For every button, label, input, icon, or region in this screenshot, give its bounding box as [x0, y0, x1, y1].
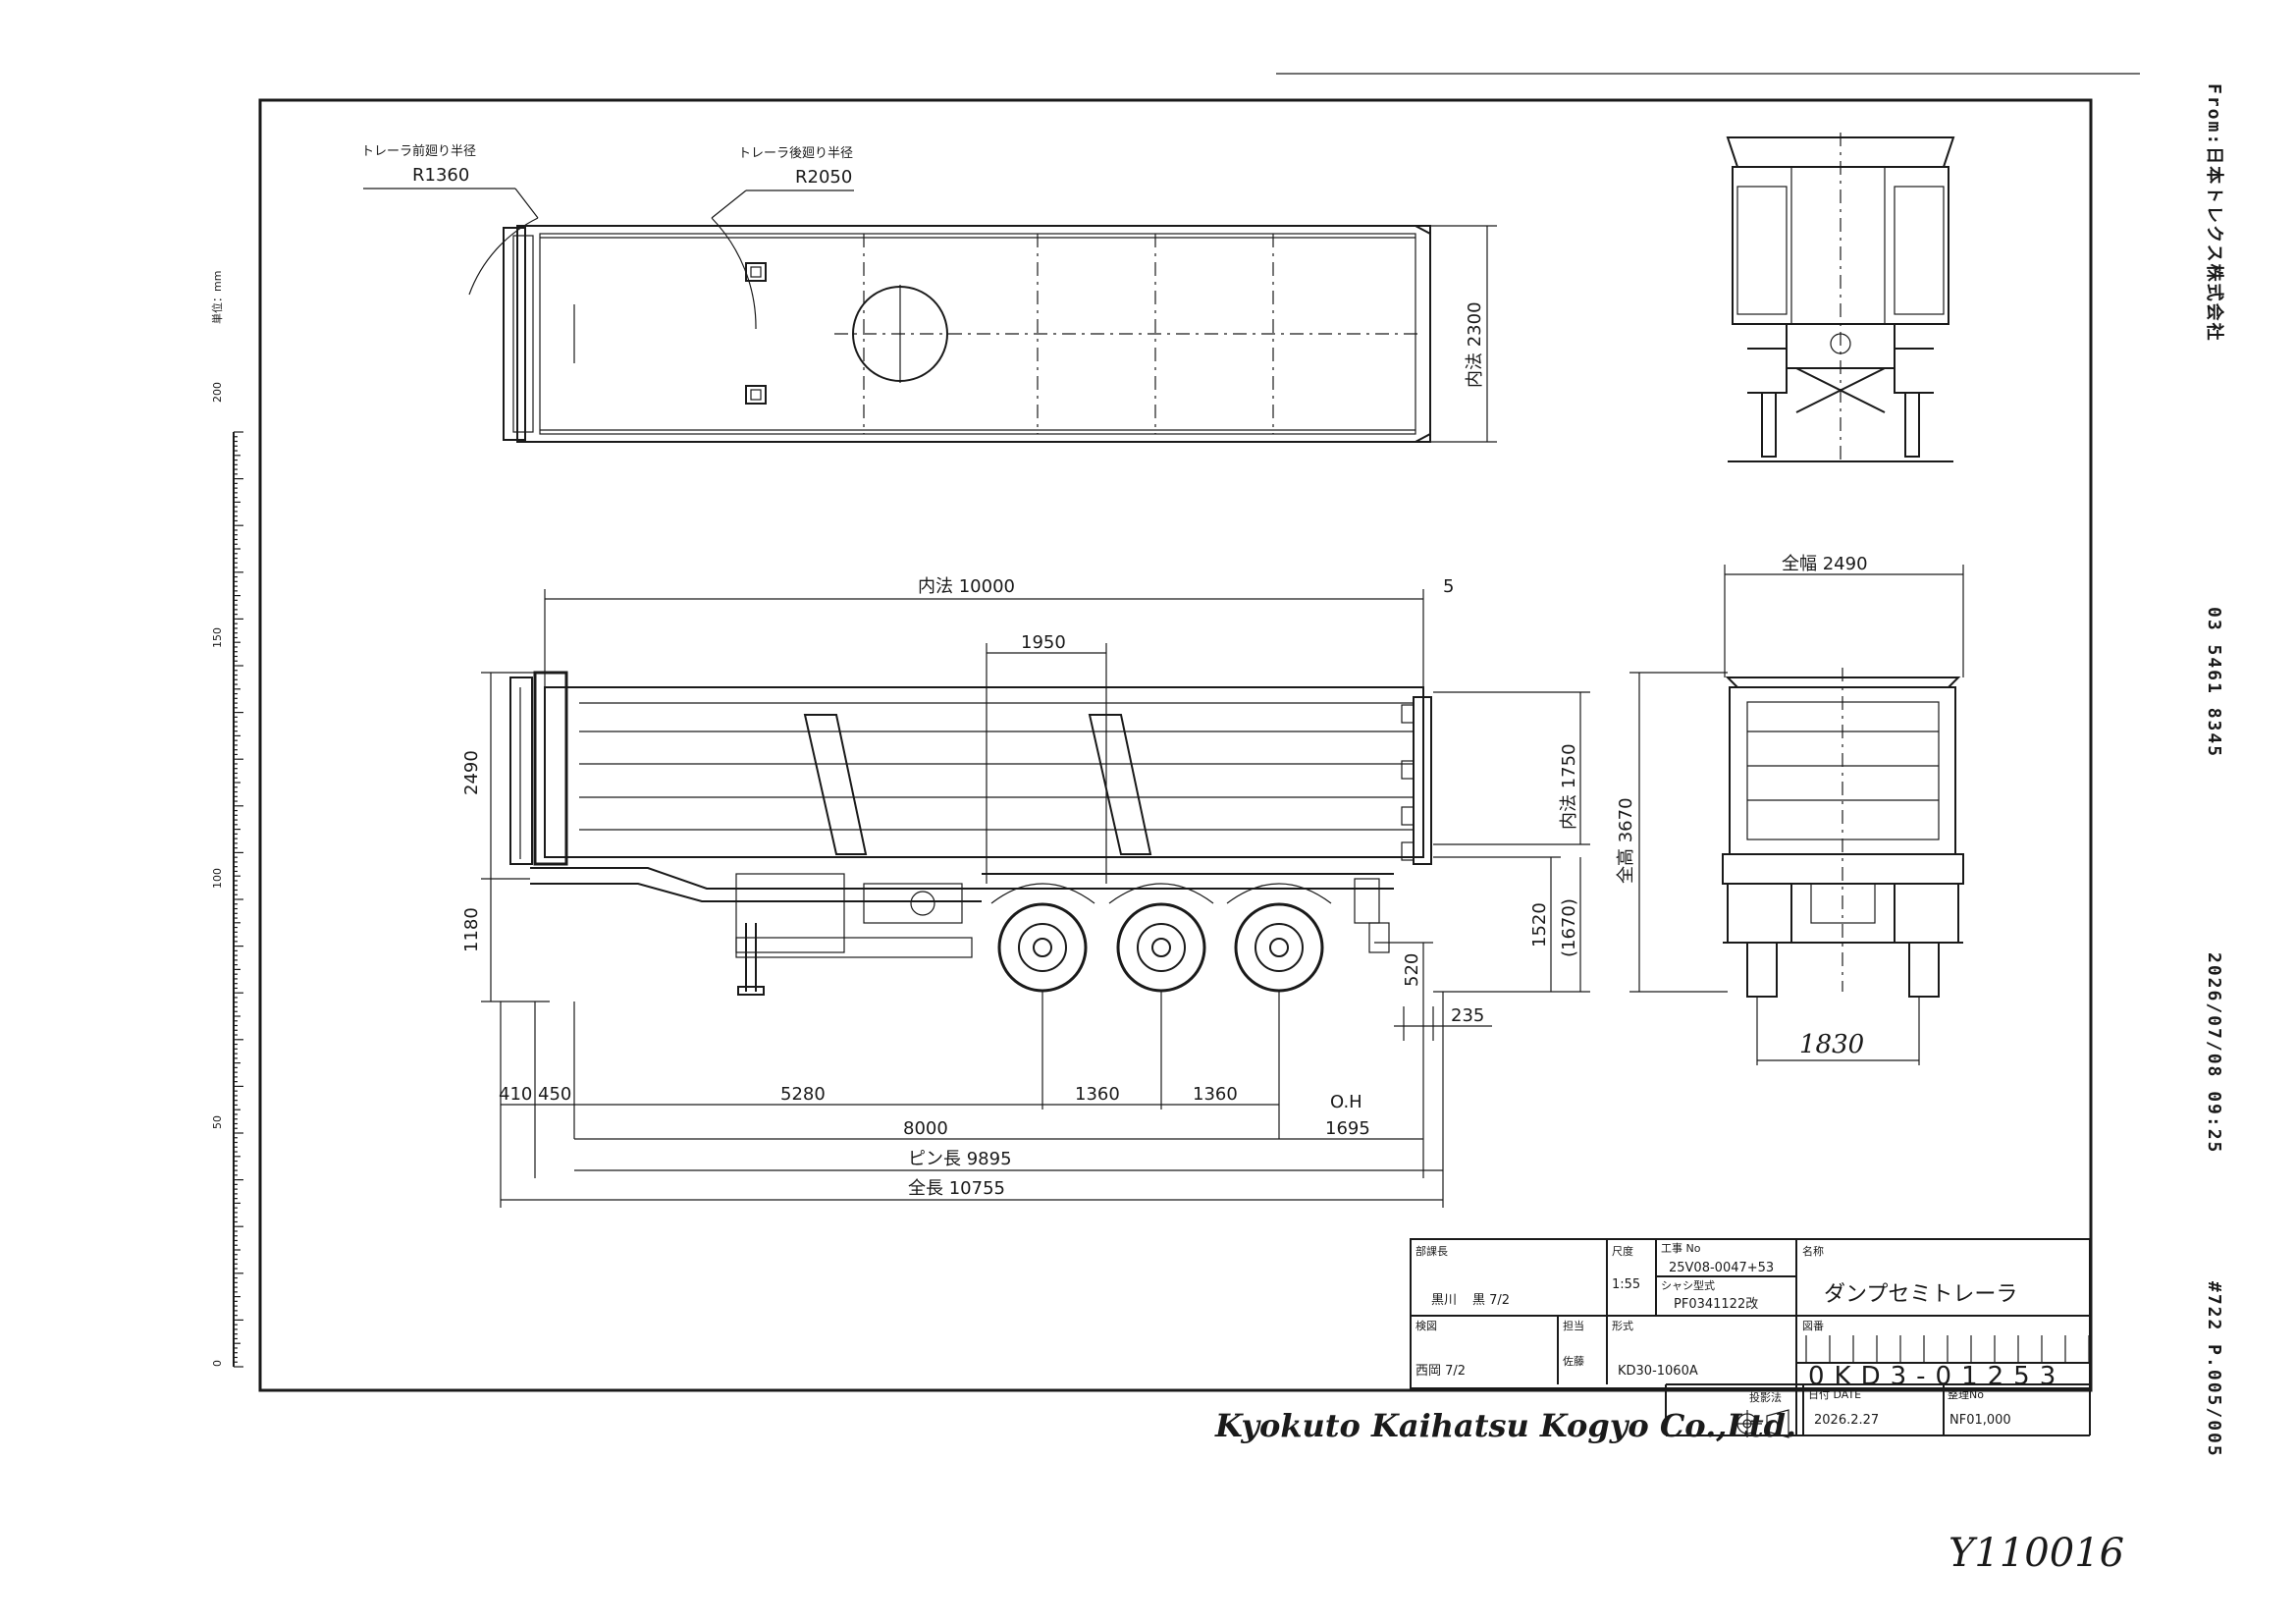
draw-label: 担当: [1563, 1319, 1584, 1332]
rear-view: 全幅 2490 全高 3670 1830: [1616, 554, 1964, 1065]
dept-value: 黒川: [1431, 1293, 1457, 1308]
model-value: KD30-1060A: [1618, 1364, 1698, 1379]
scale-ruler: 単位：mm 200 150 100 50 0: [210, 271, 243, 1368]
overhang-value: 1695: [1325, 1118, 1370, 1139]
scale-label-50: 50: [211, 1115, 224, 1129]
top-view: トレーラ前廻り半径 R1360 トレーラ後廻り半径 R2050: [361, 143, 1497, 443]
dimension-410: 410: [499, 1084, 532, 1105]
model-label: 形式: [1612, 1320, 1633, 1332]
scale-label-200: 200: [211, 382, 224, 403]
handwritten-id: Y110016: [1949, 1531, 2124, 1576]
front-radius-value: R1360: [412, 165, 469, 186]
dimension-8000: 8000: [903, 1118, 948, 1139]
scale-label-150: 150: [211, 627, 224, 648]
wheel-3: [1234, 902, 1324, 993]
scale-label-100: 100: [211, 868, 224, 889]
overhang-label: O.H: [1330, 1092, 1362, 1112]
scale-label: 尺度: [1612, 1244, 1633, 1258]
side-view: 内法 10000 5 1950: [461, 576, 1590, 1208]
fax-page: #722 P.005/005: [2204, 1281, 2224, 1458]
work-no-label: 工事 No: [1661, 1242, 1701, 1255]
fax-datetime: 2026/07/08 09:25: [2204, 952, 2224, 1154]
scale-unit-label: 単位：mm: [210, 271, 224, 324]
scale-value: 1:55: [1612, 1277, 1640, 1292]
work-no-value: 25V08-0047+53: [1669, 1261, 1774, 1275]
date-value: 2026.2.27: [1814, 1413, 1879, 1428]
dimension-5280: 5280: [780, 1084, 826, 1105]
scale-label-0: 0: [211, 1360, 224, 1367]
height-520-dimension: 520: [1402, 953, 1422, 987]
draw-value: 佐藤: [1563, 1354, 1584, 1368]
front-view: [1726, 133, 1955, 462]
rear-radius-label: トレーラ後廻り半径: [738, 146, 853, 161]
front-radius-label: トレーラ前廻り半径: [361, 143, 476, 159]
date-label: 日付 DATE: [1808, 1388, 1861, 1401]
inner-width-dimension: 内法 2300: [1465, 301, 1485, 388]
chassis-label: シャシ型式: [1661, 1278, 1715, 1292]
drawing-number-grid: [1805, 1335, 2090, 1363]
dept-label: 部課長: [1415, 1244, 1448, 1258]
projection-label: 投影法: [1749, 1390, 1782, 1404]
height-1670-dimension: (1670): [1559, 898, 1579, 957]
file-number-value: NF01,000: [1949, 1413, 2011, 1428]
title-block: 部課長 黒川 黒 7/2 尺度 1:55 工事 No 25V08-0047+53…: [1410, 1238, 2091, 1438]
company-logo: Kyokuto Kaihatsu Kogyo Co.,Ltd.: [1214, 1407, 1796, 1444]
check-label: 検図: [1415, 1319, 1437, 1332]
name-value: ダンプセミトレーラ: [1824, 1282, 2017, 1307]
drawing-number-label: 図番: [1802, 1320, 1824, 1332]
projection-symbol-icon: [1733, 1409, 1789, 1438]
file-number-label: 整理No: [1948, 1387, 1984, 1401]
name-label: 名称: [1802, 1244, 1824, 1258]
dimension-1360-first: 1360: [1075, 1084, 1120, 1105]
inner-length-dimension: 内法 10000: [918, 576, 1015, 597]
drawing-number-value: 0KD3-01253: [1808, 1362, 2065, 1391]
track-width-dimension: 1830: [1799, 1030, 1864, 1059]
dimension-450: 450: [538, 1084, 571, 1105]
total-width-dimension: 全幅 2490: [1782, 554, 1868, 574]
wheel-2: [1116, 902, 1206, 993]
height-2490-dimension: 2490: [461, 750, 482, 795]
wheel-1: [997, 902, 1088, 993]
gap-dimension: 5: [1443, 576, 1454, 597]
pin-length-dimension: ピン長 9895: [908, 1149, 1012, 1169]
dept-sign: 黒 7/2: [1472, 1293, 1510, 1308]
dimension-235: 235: [1451, 1005, 1484, 1026]
chassis-value: PF0341122改: [1674, 1297, 1758, 1312]
fax-from: From:日本トレクス株式会社: [2204, 83, 2225, 343]
fax-header: From:日本トレクス株式会社 03 5461 8345 2026/07/08 …: [2204, 83, 2225, 1458]
dimension-1360-second: 1360: [1193, 1084, 1238, 1105]
total-height-dimension: 全高 3670: [1616, 797, 1636, 884]
span-1950-dimension: 1950: [1021, 632, 1066, 653]
height-1520-dimension: 1520: [1529, 902, 1550, 947]
inner-height-dimension: 内法 1750: [1559, 743, 1579, 830]
fax-phone: 03 5461 8345: [2204, 607, 2224, 758]
rear-radius-value: R2050: [795, 167, 852, 188]
height-1180-dimension: 1180: [461, 907, 482, 952]
check-sign: 西岡 7/2: [1415, 1364, 1466, 1379]
drawing-frame: [258, 98, 2093, 1392]
total-length-dimension: 全長 10755: [908, 1178, 1005, 1199]
